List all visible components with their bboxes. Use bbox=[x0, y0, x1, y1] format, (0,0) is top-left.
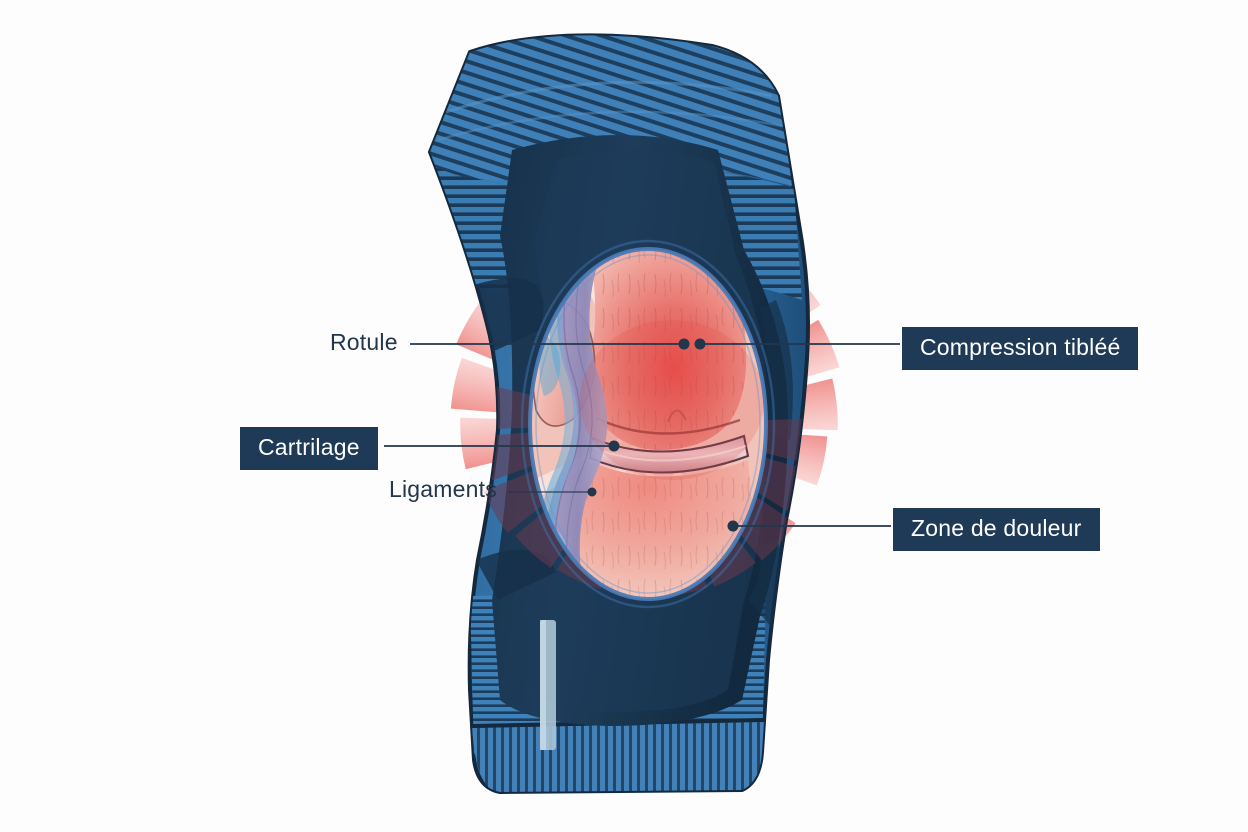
label-compression-tiblee[interactable]: Compression tibléé bbox=[902, 327, 1139, 370]
leader-marker-zone-de-douleur bbox=[727, 520, 739, 532]
label-cartrilage[interactable]: Cartrilage bbox=[240, 427, 378, 470]
leader-marker-ligaments bbox=[587, 487, 597, 497]
leader-marker-compression-tiblee bbox=[694, 338, 706, 350]
knee-joint-window bbox=[520, 239, 776, 609]
label-ligaments[interactable]: Ligaments bbox=[389, 476, 497, 502]
leader-marker-cartrilage bbox=[608, 440, 620, 452]
leader-lines bbox=[384, 338, 900, 532]
leader-marker-rotule bbox=[678, 338, 690, 350]
label-rotule[interactable]: Rotule bbox=[330, 329, 398, 355]
label-zone-de-douleur[interactable]: Zone de douleur bbox=[893, 508, 1100, 551]
